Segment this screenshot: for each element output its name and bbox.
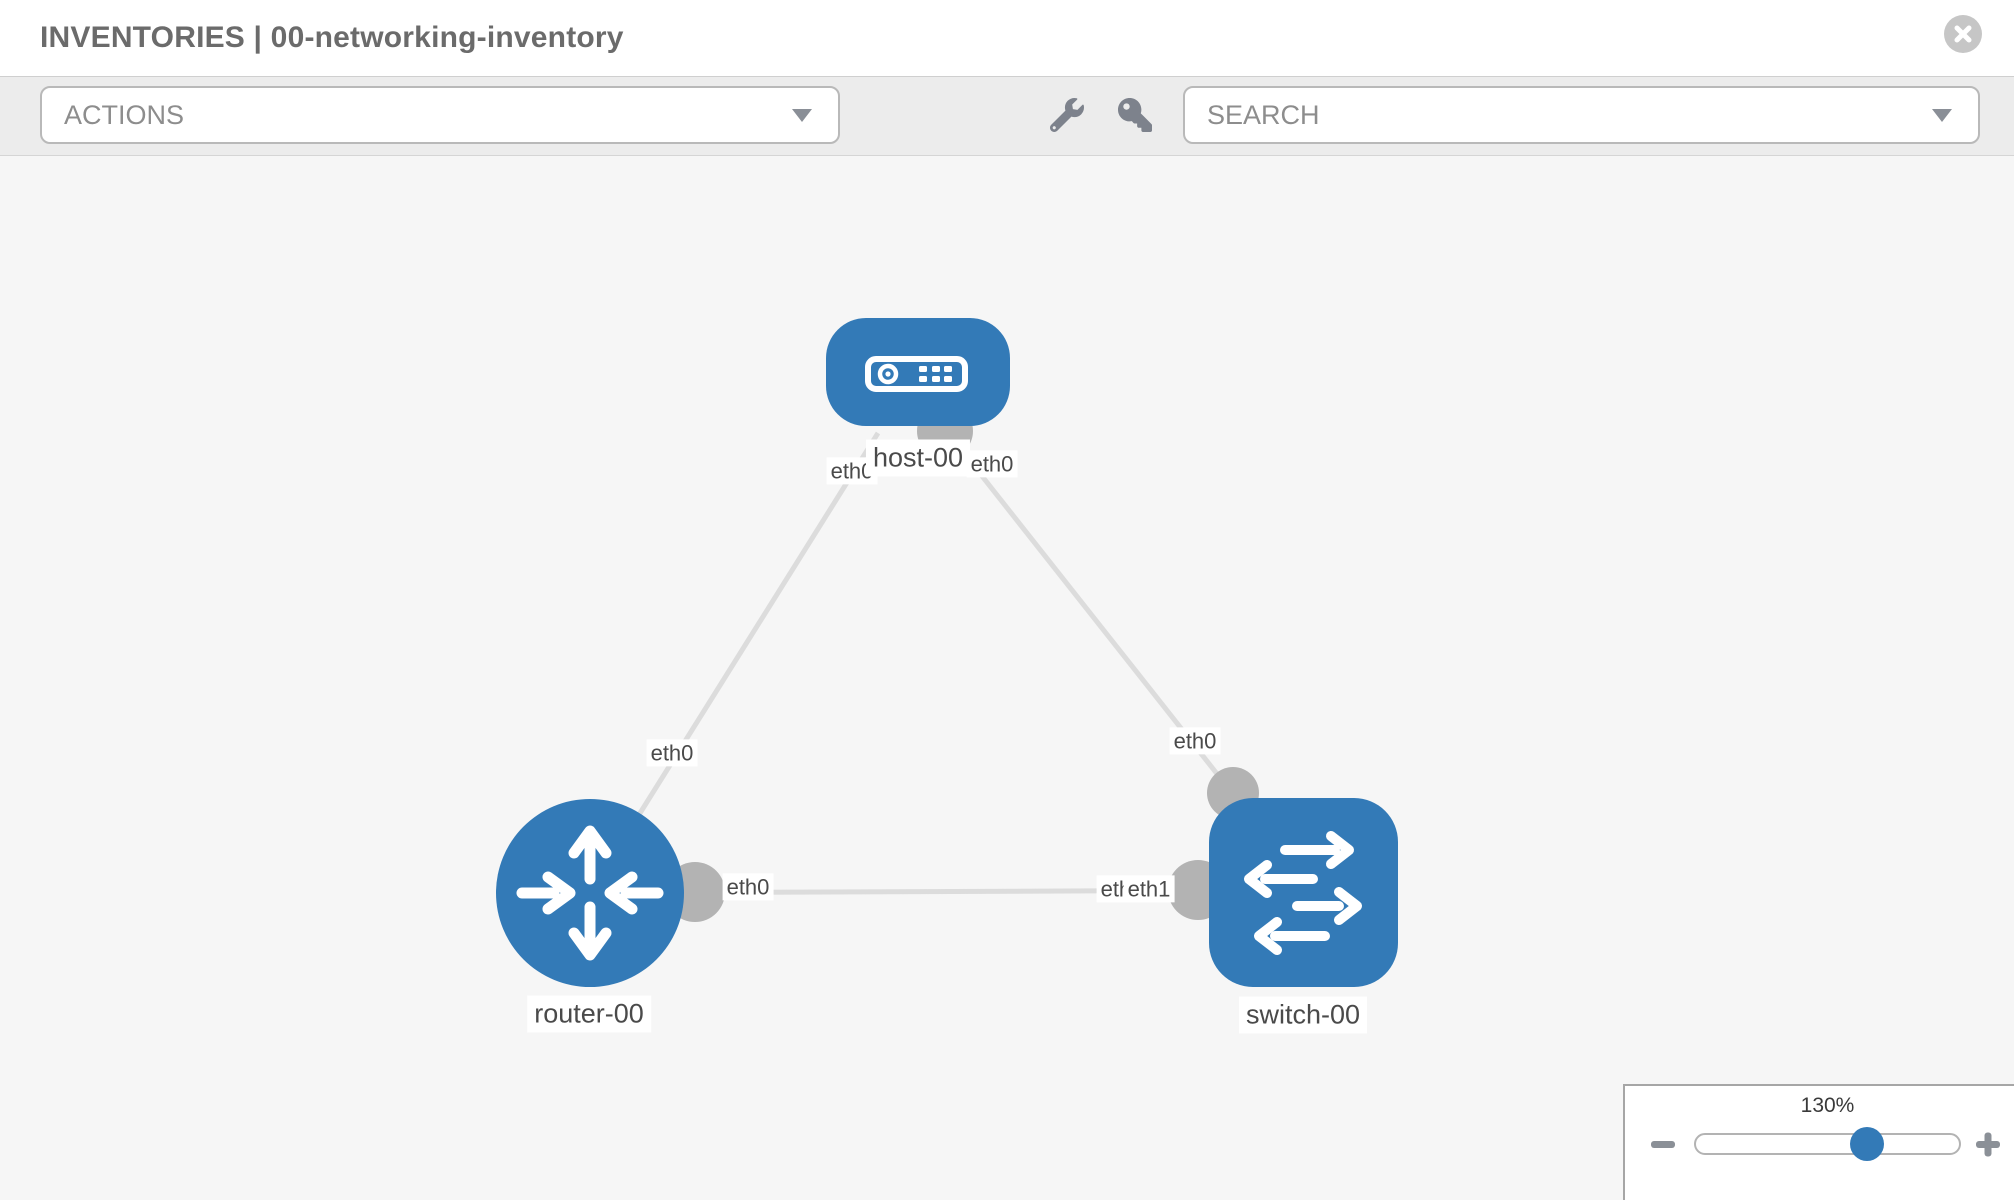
topology-canvas[interactable]: eth0 eth0 eth0 eth0 eth0 eth0 eth1 host-… (0, 156, 2014, 1200)
close-button[interactable] (1944, 15, 1982, 53)
node-router-00[interactable] (496, 799, 684, 987)
zoom-out-button[interactable] (1649, 1130, 1677, 1158)
configure-button[interactable] (1049, 98, 1084, 133)
iface-label: eth0 (1169, 727, 1221, 755)
node-switch-00[interactable] (1209, 798, 1398, 987)
caret-down-icon (1932, 109, 1952, 122)
key-icon (1118, 98, 1152, 132)
search-dropdown[interactable]: SEARCH (1183, 86, 1980, 144)
search-dropdown-label: SEARCH (1207, 99, 1320, 130)
credentials-button[interactable] (1118, 98, 1152, 132)
zoom-slider-track[interactable] (1694, 1127, 1961, 1161)
plus-icon (1976, 1132, 2000, 1157)
node-label-switch: switch-00 (1238, 996, 1368, 1034)
iface-label: eth0 (722, 873, 774, 901)
iface-label: eth1 (1123, 875, 1175, 903)
node-host-00[interactable] (826, 318, 1010, 426)
iface-label: eth0 (646, 739, 698, 767)
caret-down-icon (792, 109, 812, 122)
wrench-icon (1049, 98, 1084, 133)
actions-dropdown[interactable]: ACTIONS (40, 86, 840, 144)
node-label-router: router-00 (527, 995, 651, 1033)
host-icon (865, 356, 968, 392)
switch-icon (1244, 831, 1362, 955)
iface-label: eth0 (966, 450, 1018, 478)
minus-icon (1651, 1141, 1675, 1148)
zoom-in-button[interactable] (1974, 1130, 2002, 1158)
header-bar: INVENTORIES | 00-networking-inventory (0, 0, 2014, 76)
zoom-slider-handle[interactable] (1850, 1127, 1884, 1161)
router-icon (516, 825, 664, 961)
page-title: INVENTORIES | 00-networking-inventory (40, 21, 624, 54)
zoom-control-panel: 130% (1623, 1084, 2014, 1200)
node-label-host: host-00 (865, 439, 971, 477)
zoom-level-value: 130% (1800, 1094, 1855, 1117)
actions-dropdown-label: ACTIONS (64, 99, 185, 130)
toolbar: ACTIONS SEARCH (0, 76, 2014, 156)
close-icon (1954, 25, 1972, 43)
topology-links-layer (587, 403, 1302, 922)
